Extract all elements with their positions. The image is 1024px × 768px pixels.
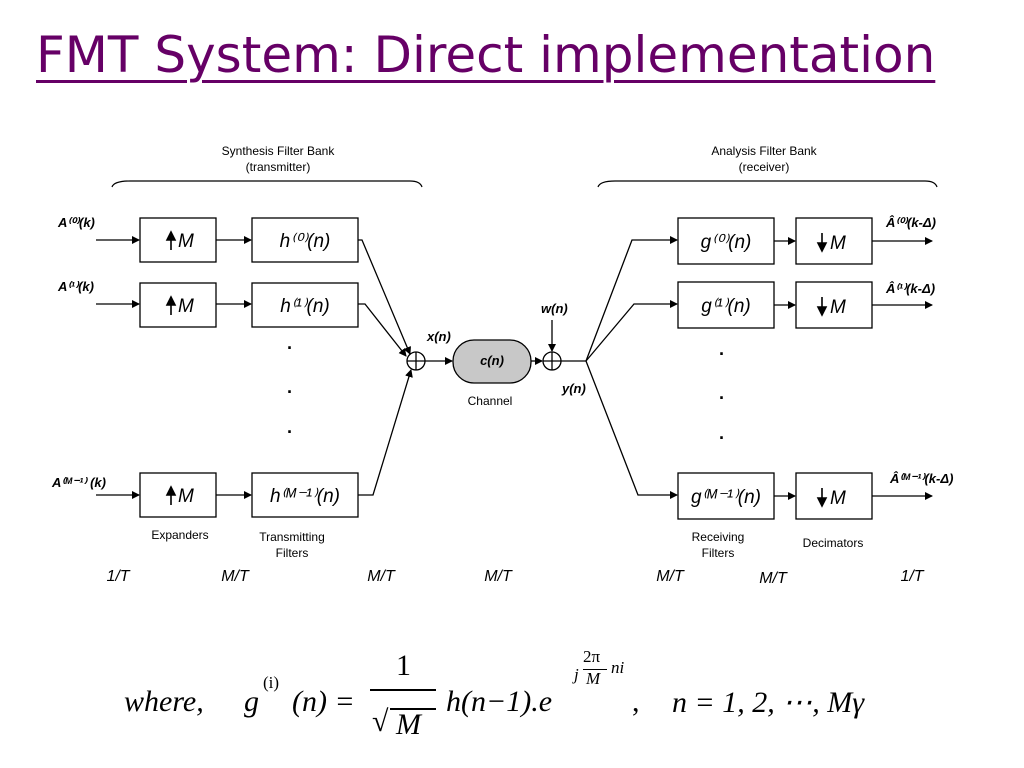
eq-sup-i: (i) [263,673,280,692]
eq-exp-ni: ni [611,658,625,677]
output-label-1: Â⁽¹⁾(k-Δ) [885,281,935,296]
expander-label: M [178,486,194,507]
wn-label: w(n) [541,301,568,316]
analysis-brace [597,180,938,188]
eq-exp-den: M [586,669,601,688]
rate-label-2: M/T [367,568,396,585]
decimator-label: M [830,488,846,509]
input-label-1: A⁽¹⁾(k) [57,279,94,294]
eq-den: M [396,708,421,741]
ellipsis-dot: · [719,344,725,364]
synthesis-bank-subtitle: (transmitter) [246,160,311,174]
decimator-block-1: M [795,281,873,329]
rx-filter-label-1: g⁽¹⁾(n) [701,296,750,317]
yn-label: y(n) [561,381,586,396]
rate-label-3: M/T [484,568,513,585]
eq-exp-num: 2π [583,647,601,666]
eq-g: g [244,685,259,718]
ellipsis-dot: · [719,428,725,448]
line-split-rx0 [585,236,678,362]
line-txm-sum [358,369,413,496]
synthesis-brace [111,180,423,188]
synthesis-bank-title: Synthesis Filter Bank [222,144,336,158]
ellipsis-dot: · [287,338,293,358]
eq-sqrt-bar [390,708,436,710]
eq-arg: (n) = [292,685,355,718]
down-arrow-icon [816,233,828,253]
decimators-caption: Decimators [803,536,864,550]
rate-label-6: 1/T [900,568,924,585]
rx-filters-caption-2: Filters [702,546,735,560]
page-title: FMT System: Direct implementation [36,26,936,84]
down-arrow-icon [816,297,828,317]
tx-filter-label-1: h⁽¹⁾(n) [280,296,329,317]
down-arrow-icon [816,488,828,508]
rx-filter-block-0 [677,217,775,265]
ellipsis-dot: · [287,422,293,442]
tx-filter-block-1 [251,282,359,328]
rx-filter-label-0: g⁽⁰⁾(n) [701,232,752,253]
eq-fraction-bar [370,689,436,691]
decimator-block-m: M [795,472,873,520]
ellipsis-dot: · [719,388,725,408]
sqrt-icon: √ [372,705,389,738]
eq-exp-j: j [574,665,579,684]
line-split-rxm [585,360,678,499]
analysis-bank-subtitle: (receiver) [739,160,790,174]
expander-label: M [178,231,194,252]
tx-filters-caption-2: Filters [276,546,309,560]
eq-where: where, [124,685,204,718]
decimator-block-0: M [795,217,873,265]
input-label-m: A⁽ᴹ⁻¹⁾ (k) [51,475,106,490]
decimator-label: M [830,297,846,318]
eq-range: n = 1, 2, ⋯, Mγ [672,686,865,719]
rate-label-4: M/T [656,568,685,585]
line-split-rx1 [585,300,678,362]
output-label-m: Â⁽ᴹ⁻¹⁾(k-Δ) [889,471,953,486]
analysis-bank-title: Analysis Filter Bank [711,144,817,158]
ellipsis-dot: · [287,382,293,402]
channel-caption: Channel [468,394,513,408]
equation: where, g (i) (n) = 1 √ M h(n−1).e j 2π M… [124,645,944,745]
eq-comma: , [632,685,640,718]
input-label-0: A⁽⁰⁾(k) [57,215,95,230]
tx-filter-label-0: h⁽⁰⁾(n) [280,231,331,252]
rate-label-5: M/T [759,570,788,587]
output-label-0: Â⁽⁰⁾(k-Δ) [885,215,936,230]
line-tx0-sum [358,239,411,355]
tx-filter-label-m: h⁽ᴹ⁻¹⁾(n) [270,486,340,507]
channel-inner-label: c(n) [480,353,504,368]
expander-block-m: M [139,472,217,518]
eq-num: 1 [396,649,411,682]
rx-filter-label-m: g⁽ᴹ⁻¹⁾(n) [691,487,761,508]
expander-label: M [178,296,194,317]
rx-filters-caption-1: Receiving [692,530,745,544]
eq-h: h(n−1).e [446,685,553,718]
up-arrow-icon [165,295,177,315]
tx-filters-caption-1: Transmitting [259,530,325,544]
up-arrow-icon [165,485,177,505]
expander-block-1: M [139,282,217,328]
line-tx1-sum [358,303,407,357]
summation-node-noise [542,351,562,371]
up-arrow-icon [165,230,177,250]
expanders-caption: Expanders [151,528,208,542]
summation-node-tx [406,351,426,371]
decimator-label: M [830,233,846,254]
xn-label: x(n) [426,329,451,344]
rate-label-1: M/T [221,568,250,585]
expander-block-0: M [139,217,217,263]
rate-label-0: 1/T [106,568,130,585]
rx-filter-block-m [677,472,775,520]
eq-exp-bar [583,669,607,671]
